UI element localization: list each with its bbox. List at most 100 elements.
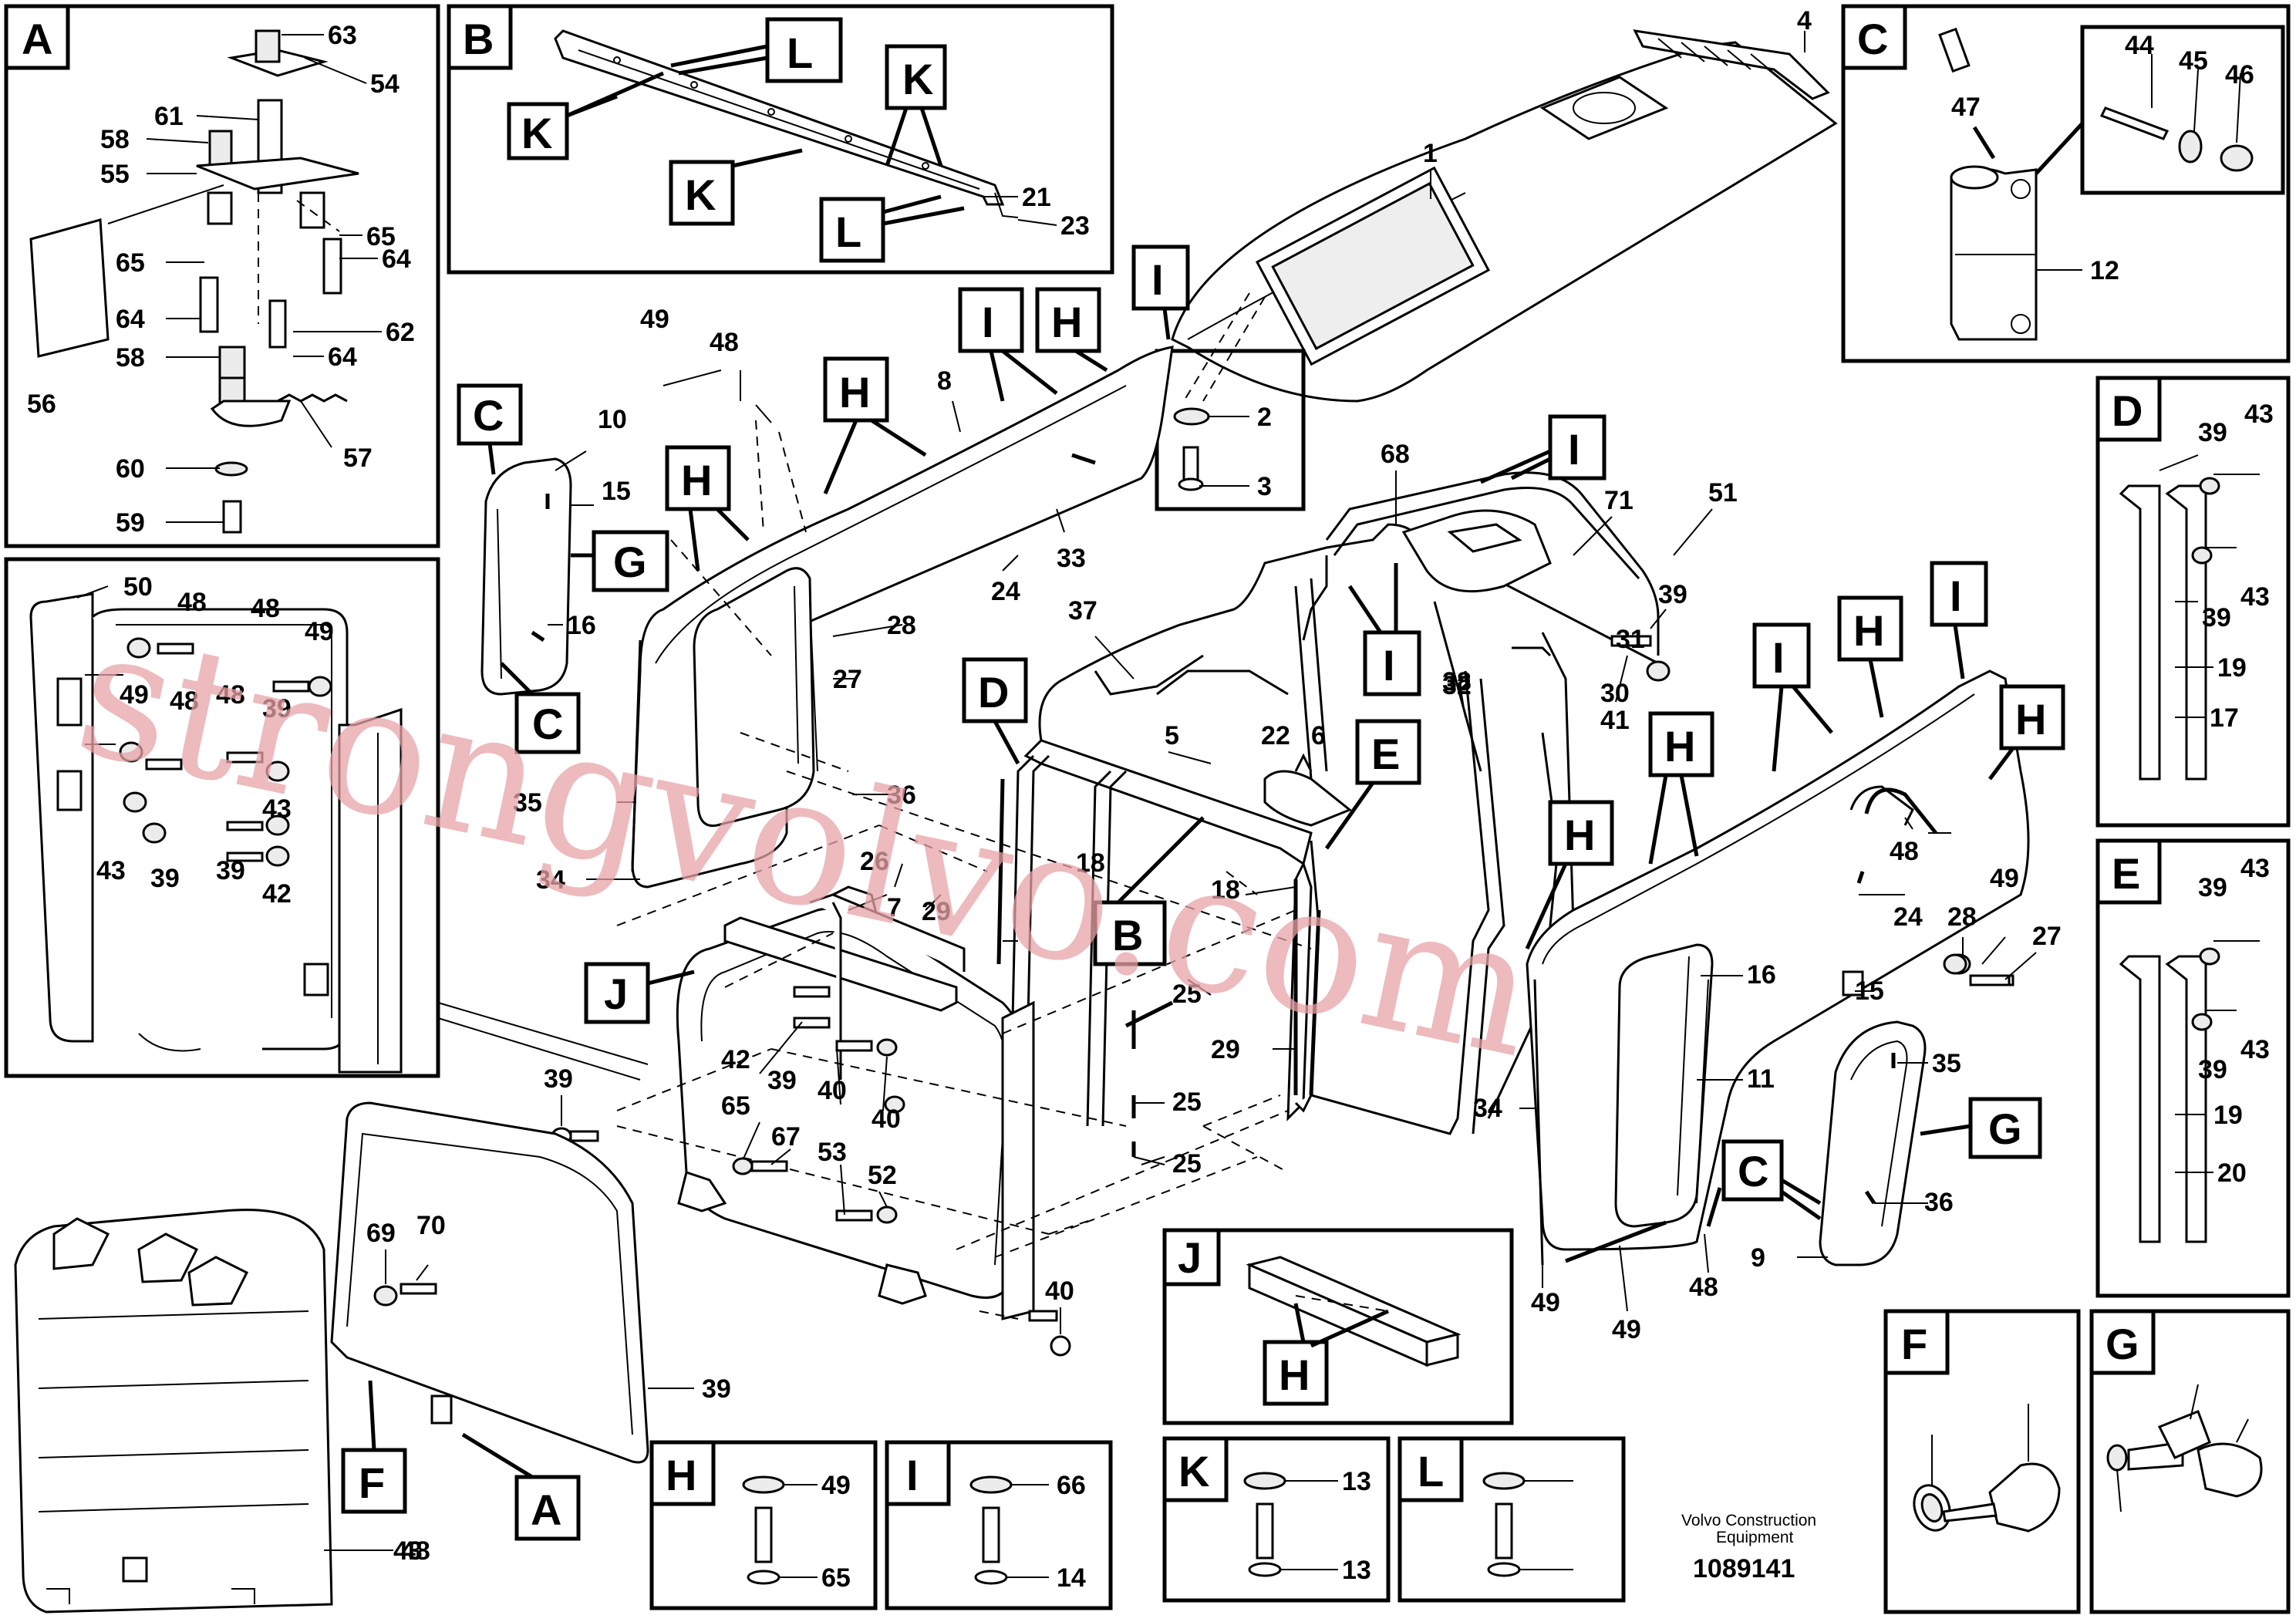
callout: 49 xyxy=(120,680,149,710)
rear-window-frame: 69 70 39 43 xyxy=(330,1101,731,1566)
callout: 42 xyxy=(262,879,292,909)
detail-box-f: F xyxy=(1883,1309,2081,1614)
caption: I xyxy=(982,298,994,346)
callout: 39 xyxy=(2202,603,2231,632)
callout: 5 xyxy=(1165,721,1179,750)
caption: H xyxy=(1564,811,1595,859)
callout: 63 xyxy=(328,21,357,50)
callout: 64 xyxy=(328,342,357,372)
detail-box-d: D 39 43 39 43 19 17 xyxy=(2095,376,2291,828)
caption: H xyxy=(666,1451,696,1499)
callout: 62 xyxy=(386,318,415,347)
callout: 59 xyxy=(116,508,145,538)
callout: 16 xyxy=(1747,960,1776,990)
caption: I xyxy=(1568,425,1580,474)
detail-box-left-frame: 50 48 48 49 49 48 48 39 43 39 39 42 43 xyxy=(4,557,649,1081)
callout: 39 xyxy=(150,864,180,893)
callout: 39 xyxy=(2198,1055,2227,1084)
callout: 7 xyxy=(887,893,902,922)
caption: E xyxy=(2112,849,2140,898)
caption: C xyxy=(1738,1147,1768,1195)
callout: 49 xyxy=(821,1471,851,1500)
callout: 26 xyxy=(860,847,889,876)
main-assembly: 49 48 8 10 15 16 33 24 28 27 37 36 35 34… xyxy=(480,305,1738,1357)
caption: I xyxy=(1383,641,1395,690)
callout: 8 xyxy=(937,366,952,396)
callout: 48 xyxy=(177,588,207,617)
caption: G xyxy=(2106,1320,2139,1368)
callout: 33 xyxy=(1057,544,1086,573)
callout: 58 xyxy=(116,343,145,373)
caption: G xyxy=(1988,1104,2022,1153)
callout: 17 xyxy=(2210,703,2239,733)
callout: 24 xyxy=(1893,902,1923,932)
callout: 71 xyxy=(1604,486,1633,515)
detail-box-c: C 44 45 46 47 12 xyxy=(1841,4,2291,363)
callout: 49 xyxy=(1531,1288,1560,1317)
callout: 65 xyxy=(116,248,145,278)
callout: 6 xyxy=(1311,721,1326,750)
detail-box-e: E 39 43 39 43 19 20 xyxy=(2095,838,2291,1298)
detail-box-a: A 63 54 xyxy=(4,4,440,548)
callout: 16 xyxy=(567,611,596,640)
detail-box-i: I 66 14 xyxy=(885,1440,1113,1610)
callout: 43 xyxy=(262,794,292,824)
callout: 10 xyxy=(598,405,627,434)
callout: 51 xyxy=(1708,478,1738,508)
callout: 25 xyxy=(1172,1149,1202,1179)
callout: 40 xyxy=(1045,1276,1074,1306)
footer: Volvo Construction Equipment 1089141 xyxy=(1681,1512,1816,1583)
callout: 48 xyxy=(1890,837,1919,866)
callout: 12 xyxy=(2090,256,2119,285)
callout: 19 xyxy=(2213,1101,2243,1130)
callout: 27 xyxy=(2032,922,2062,951)
callout: 52 xyxy=(868,1161,897,1190)
callout: 13 xyxy=(1342,1556,1371,1585)
callout: 58 xyxy=(100,125,130,154)
callout: 43 xyxy=(2240,582,2270,612)
callout: 32 xyxy=(1442,671,1472,700)
callout: 40 xyxy=(818,1076,847,1105)
callout: 38 xyxy=(1442,667,1472,696)
rear-panel: 48 xyxy=(14,1209,430,1614)
caption: I xyxy=(1772,633,1785,682)
callout: 27 xyxy=(833,665,862,694)
callout: 15 xyxy=(1855,976,1884,1006)
callout: 69 xyxy=(366,1219,396,1248)
caption: F xyxy=(359,1458,385,1507)
callout: 44 xyxy=(2125,31,2154,60)
caption: L xyxy=(835,207,861,256)
caption: H xyxy=(1051,298,1082,346)
callout: 65 xyxy=(821,1563,851,1593)
callout: 4 xyxy=(1797,6,1812,35)
callout: 20 xyxy=(2217,1158,2247,1188)
caption: B xyxy=(463,15,494,63)
callout: 48 xyxy=(710,328,739,357)
callout: 43 xyxy=(2244,400,2274,429)
brand-line-2: Equipment xyxy=(1716,1529,1794,1546)
callout: 57 xyxy=(343,443,373,473)
callout: 39 xyxy=(2198,873,2227,902)
callout: 65 xyxy=(366,222,396,251)
caption: C xyxy=(1857,15,1888,63)
callout: 60 xyxy=(116,454,145,484)
callout: 1 xyxy=(1423,139,1438,168)
caption: H xyxy=(681,456,712,504)
brand-line-1: Volvo Construction xyxy=(1681,1512,1816,1529)
detail-box-b: B K L K K L 21 23 xyxy=(447,4,1114,275)
callout: 19 xyxy=(2217,653,2247,683)
callout: 64 xyxy=(382,244,411,274)
callout: 31 xyxy=(1616,625,1645,654)
callout: 13 xyxy=(1342,1467,1371,1496)
callout: 36 xyxy=(1924,1188,1954,1217)
main-callout-boxes: C G C H H I H I D I I xyxy=(341,244,2065,1541)
callout: 39 xyxy=(1658,580,1687,609)
callout: 61 xyxy=(154,102,184,131)
caption: I xyxy=(906,1451,919,1499)
callout: 48 xyxy=(251,594,280,623)
caption: K xyxy=(685,170,716,219)
caption: K xyxy=(902,55,933,103)
callout: 56 xyxy=(27,389,56,419)
callout: 39 xyxy=(544,1064,573,1094)
